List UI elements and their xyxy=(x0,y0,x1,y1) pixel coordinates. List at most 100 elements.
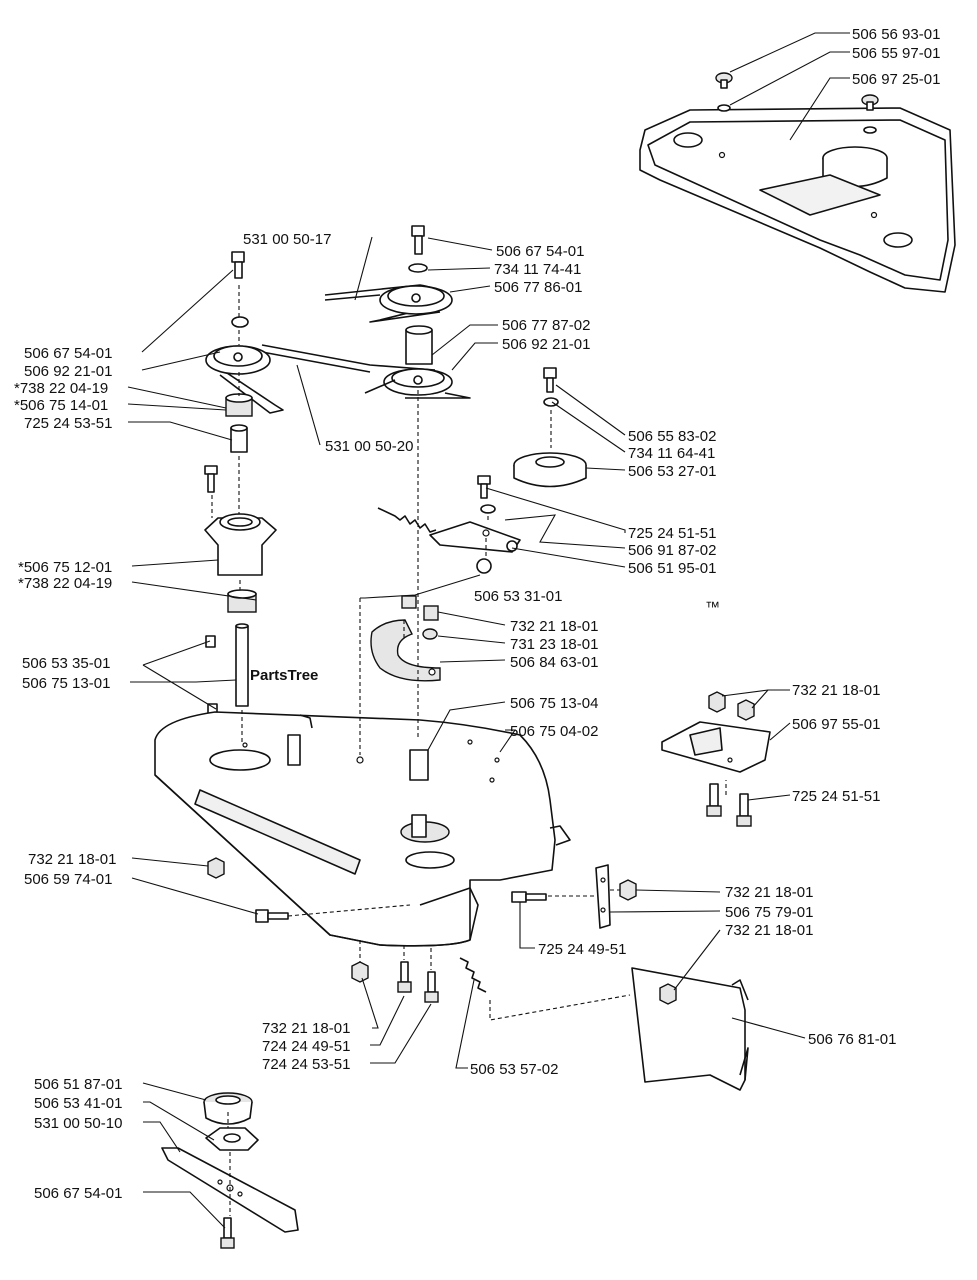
label-key[interactable]: 506 53 35-01 xyxy=(22,655,110,672)
label-guide-plate[interactable]: 506 84 63-01 xyxy=(510,654,598,671)
label-nut-plate-2[interactable]: 731 23 18-01 xyxy=(510,636,598,653)
housing-bolt[interactable] xyxy=(204,465,218,493)
pulley-left[interactable] xyxy=(205,345,271,375)
label-pulley-left[interactable]: 506 92 21-01 xyxy=(24,363,112,380)
bracket-nut-1[interactable] xyxy=(708,691,726,713)
blade-adapter[interactable] xyxy=(205,1127,259,1151)
top-cover-knob-left[interactable] xyxy=(715,72,733,112)
washer-top[interactable] xyxy=(408,263,428,273)
label-spring-nut[interactable]: 506 53 31-01 xyxy=(474,588,562,605)
top-cover[interactable] xyxy=(639,107,956,293)
label-hinge-nut[interactable]: 732 21 18-01 xyxy=(725,884,813,901)
label-bushing-left[interactable]: 725 24 53-51 xyxy=(24,415,112,432)
label-bracket-nut[interactable]: 732 21 18-01 xyxy=(792,682,880,699)
label-blade[interactable]: 531 00 50-10 xyxy=(34,1115,122,1132)
idler-bolt[interactable] xyxy=(543,367,557,393)
bottom-bolt-2[interactable] xyxy=(424,971,439,1003)
hinge[interactable] xyxy=(595,864,611,929)
label-spacer-left[interactable]: *506 75 14-01 xyxy=(14,397,108,414)
label-idler-bolt[interactable]: 506 55 83-02 xyxy=(628,428,716,445)
bottom-nut[interactable] xyxy=(351,961,369,983)
label-hinge[interactable]: 506 75 79-01 xyxy=(725,904,813,921)
label-hinge-bolt[interactable]: 725 24 49-51 xyxy=(538,941,626,958)
label-spindle-center[interactable]: 506 75 13-04 xyxy=(510,695,598,712)
label-idler-washer[interactable]: 734 11 64-41 xyxy=(628,445,715,462)
bottom-bolt-1[interactable] xyxy=(397,961,412,993)
plate-nut-1[interactable] xyxy=(423,605,439,621)
deck-nut-left[interactable] xyxy=(207,857,225,879)
label-idler-pulley[interactable]: 506 53 27-01 xyxy=(628,463,716,480)
pulley-top[interactable] xyxy=(379,285,453,315)
arm-bolt[interactable] xyxy=(477,475,491,499)
spindle-shaft[interactable] xyxy=(235,623,249,707)
bracket[interactable] xyxy=(661,721,771,773)
label-chute-nut[interactable]: 732 21 18-01 xyxy=(725,922,813,939)
label-top-cover[interactable]: 506 97 25-01 xyxy=(852,71,940,88)
watermark-trademark: ™ xyxy=(705,599,720,616)
watermark: PartsTree ™ xyxy=(250,599,720,684)
bearing-upper[interactable] xyxy=(225,393,253,417)
tension-spring-upper[interactable] xyxy=(377,507,437,533)
spring-nut[interactable] xyxy=(476,558,492,574)
label-bracket[interactable]: 506 97 55-01 xyxy=(792,716,880,733)
washer-left[interactable] xyxy=(231,316,249,328)
label-bottom-bolt-2[interactable]: 724 24 53-51 xyxy=(262,1056,350,1073)
label-blade-bolt[interactable]: 506 67 54-01 xyxy=(34,1185,122,1202)
hinge-bolt[interactable] xyxy=(511,891,547,903)
label-chute[interactable]: 506 76 81-01 xyxy=(808,1031,896,1048)
label-top-cover-washer[interactable]: 506 55 97-01 xyxy=(852,45,940,62)
label-bolt-left[interactable]: 506 67 54-01 xyxy=(24,345,112,362)
plate-nut-3[interactable] xyxy=(401,595,417,609)
label-deck-nut-left[interactable]: 732 21 18-01 xyxy=(28,851,116,868)
label-nut-plate-1[interactable]: 732 21 18-01 xyxy=(510,618,598,635)
spindle-housing[interactable] xyxy=(204,513,277,576)
label-belt-2050[interactable]: 531 00 50-20 xyxy=(325,438,413,455)
label-housing[interactable]: *506 75 12-01 xyxy=(18,559,112,576)
label-spindle[interactable]: 506 75 13-01 xyxy=(22,675,110,692)
idler-arm[interactable] xyxy=(429,521,521,553)
label-bottom-bolt-1[interactable]: 724 24 49-51 xyxy=(262,1038,350,1055)
bearing-lower[interactable] xyxy=(227,589,257,613)
label-idler-spacer[interactable]: 506 51 95-01 xyxy=(628,560,716,577)
spring-bottom[interactable] xyxy=(459,957,487,993)
label-arm-bolt[interactable]: 725 24 51-51 xyxy=(628,525,716,542)
label-belt-1750[interactable]: 531 00 50-17 xyxy=(243,231,331,248)
bracket-bolt-2[interactable] xyxy=(736,793,752,827)
hinge-nut[interactable] xyxy=(619,879,637,901)
deck-bolt-left[interactable] xyxy=(255,909,289,923)
bolt-left[interactable] xyxy=(231,251,245,279)
plate-nut-2[interactable] xyxy=(422,628,438,640)
label-pulley-mid[interactable]: 506 92 21-01 xyxy=(502,336,590,353)
label-idler-arm[interactable]: 506 91 87-02 xyxy=(628,542,716,559)
label-bearing-lower[interactable]: *738 22 04-19 xyxy=(18,575,112,592)
bushing-left[interactable] xyxy=(230,424,248,453)
label-deck[interactable]: 506 75 04-02 xyxy=(510,723,598,740)
idler-pulley[interactable] xyxy=(513,452,587,488)
arm-washer[interactable] xyxy=(480,504,496,514)
pulley-mid[interactable] xyxy=(364,368,471,399)
mower-deck[interactable] xyxy=(154,711,571,947)
label-bolt-top[interactable]: 506 67 54-01 xyxy=(496,243,584,260)
label-pulley-top[interactable]: 506 77 86-01 xyxy=(494,279,582,296)
bracket-nut-2[interactable] xyxy=(737,699,755,721)
blade-bolt[interactable] xyxy=(220,1217,235,1249)
label-bottom-nut[interactable]: 732 21 18-01 xyxy=(262,1020,350,1037)
spacer-top[interactable] xyxy=(405,325,433,365)
top-cover-knob-right[interactable] xyxy=(861,94,879,134)
label-bracket-bolt[interactable]: 725 24 51-51 xyxy=(792,788,880,805)
bracket-bolt-1[interactable] xyxy=(706,783,722,817)
belt-long[interactable] xyxy=(214,344,436,414)
bolt-top[interactable] xyxy=(411,225,425,255)
blade-cup[interactable] xyxy=(203,1092,253,1125)
label-top-cover-nut[interactable]: 506 56 93-01 xyxy=(852,26,940,43)
chute[interactable] xyxy=(631,967,749,1091)
label-washer-top[interactable]: 734 11 74-41 xyxy=(494,261,581,278)
label-deck-bolt-left[interactable]: 506 59 74-01 xyxy=(24,871,112,888)
label-spacer-top[interactable]: 506 77 87-02 xyxy=(502,317,590,334)
label-blade-cup[interactable]: 506 51 87-01 xyxy=(34,1076,122,1093)
key-upper[interactable] xyxy=(205,635,216,648)
label-bearing-upper[interactable]: *738 22 04-19 xyxy=(14,380,108,397)
label-spring[interactable]: 506 53 57-02 xyxy=(470,1061,558,1078)
chute-nut[interactable] xyxy=(659,983,677,1005)
label-blade-adapter[interactable]: 506 53 41-01 xyxy=(34,1095,122,1112)
